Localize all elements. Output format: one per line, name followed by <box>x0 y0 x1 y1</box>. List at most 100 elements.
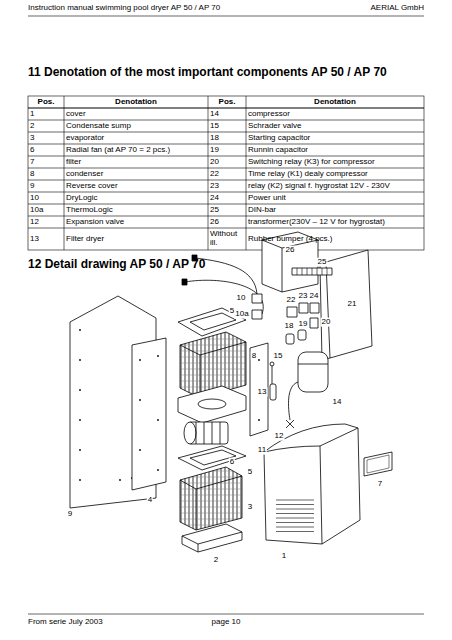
callout-number: 13 <box>257 388 268 397</box>
table-header: Pos. <box>28 96 64 108</box>
table-cell: Time relay (K1) dealy compressor <box>246 168 424 180</box>
callout-number: 3 <box>247 503 253 512</box>
table-cell: Switching relay (K3) for compressor <box>246 156 424 168</box>
callout-number: 26 <box>285 246 296 255</box>
callout-number: 19 <box>298 320 309 329</box>
callout-number: 10 <box>236 294 247 303</box>
switching-relay <box>310 318 318 328</box>
table-cell: Rubber bumper (4 pcs.) <box>246 228 424 250</box>
table-cell: 7 <box>28 156 64 168</box>
table-cell: Expansion valve <box>64 216 208 228</box>
callout-number: 21 <box>347 300 358 309</box>
power-unit <box>310 303 319 313</box>
filter-dryer <box>270 384 276 400</box>
table-cell: 6 <box>28 144 64 156</box>
running-capacitor <box>298 330 306 340</box>
table-cell: 1 <box>28 108 64 120</box>
sensor-wire <box>185 280 263 314</box>
time-relay <box>287 307 297 317</box>
table-cell: Starting capacitor <box>246 132 424 144</box>
table-cell: Without ill. <box>208 228 246 250</box>
table-cell: 18 <box>208 132 246 144</box>
table-cell: 10 <box>28 192 64 204</box>
table-grid <box>28 96 424 250</box>
table-cell: 2 <box>28 120 64 132</box>
table-cell: 25 <box>208 204 246 216</box>
callout-number: 20 <box>321 318 332 327</box>
table-cell: 15 <box>208 120 246 132</box>
table-cell: Power unit <box>246 192 424 204</box>
callout-number: 24 <box>309 292 320 301</box>
table-cell: condenser <box>64 168 208 180</box>
table-cell: Runnin capacitor <box>246 144 424 156</box>
callout-number: 11 <box>257 446 267 455</box>
section-heading: 12 Detail drawing AP 50 / AP 70 <box>28 258 205 271</box>
table-header: Pos. <box>208 96 246 108</box>
table-cell: 19 <box>208 144 246 156</box>
table-cell: DryLogic <box>64 192 208 204</box>
frame <box>178 446 246 470</box>
condensate-sump <box>182 524 242 552</box>
callout-number: 4 <box>147 496 153 505</box>
thermologic-module <box>252 310 262 319</box>
table-cell: compressor <box>246 108 424 120</box>
page-footer: From serie July 2003 <box>28 618 103 627</box>
schrader-valve <box>272 364 273 386</box>
table-cell: 22 <box>208 168 246 180</box>
callout-number: 6 <box>229 458 235 467</box>
relay <box>299 303 308 313</box>
table-cell: 14 <box>208 108 246 120</box>
section-heading: 11 Denotation of the most important comp… <box>28 66 387 79</box>
callout-number: 25 <box>317 258 328 267</box>
callout-number: 5 <box>229 307 235 316</box>
drylogic-module <box>252 294 262 303</box>
table-cell: transformer(230V – 12 V for hygrostat) <box>246 216 424 228</box>
side-plate <box>132 338 166 490</box>
table-cell: relay (K2) signal f. hygrostat 12V - 230… <box>246 180 424 192</box>
din-bar <box>292 268 332 275</box>
table-cell: 10a <box>28 204 64 216</box>
table-cell: 9 <box>28 180 64 192</box>
table-cell: 8 <box>28 168 64 180</box>
table-cell: evaporator <box>64 132 208 144</box>
callout-number: 7 <box>377 480 383 489</box>
page-number: page 10 <box>212 618 241 627</box>
callout-number: 2 <box>213 556 219 565</box>
front-cover <box>264 424 360 544</box>
callout-number: 8 <box>251 352 257 361</box>
filter <box>364 452 392 476</box>
callout-number: 12 <box>274 432 285 441</box>
callout-number: 5 <box>247 468 253 477</box>
table-header: Denotation <box>64 96 208 108</box>
table-cell: 26 <box>208 216 246 228</box>
table-cell: 20 <box>208 156 246 168</box>
table-cell: 3 <box>28 132 64 144</box>
table-cell: cover <box>64 108 208 120</box>
table-cell: DIN-bar <box>246 204 424 216</box>
fan-plate <box>178 386 246 423</box>
table-cell: Radial fan (at AP 70 = 2 pcs.) <box>64 144 208 156</box>
table-cell: Reverse cover <box>64 180 208 192</box>
compressor <box>298 352 328 392</box>
table-cell: 23 <box>208 180 246 192</box>
partition-plate <box>250 343 268 436</box>
table-cell: 24 <box>208 192 246 204</box>
callout-number: 9 <box>67 510 73 519</box>
table-cell: Condensate sump <box>64 120 208 132</box>
table-cell: Filter dryer <box>64 228 208 250</box>
callout-number: 1 <box>281 552 287 561</box>
evaporator <box>180 467 242 530</box>
table-cell: 12 <box>28 216 64 228</box>
callout-number: 23 <box>298 292 309 301</box>
table-cell: filter <box>64 156 208 168</box>
callout-number: 14 <box>332 398 343 407</box>
table-cell: 13 <box>28 228 64 250</box>
callout-number: 10a <box>234 310 249 319</box>
table-cell: Schrader valve <box>246 120 424 132</box>
starting-capacitor <box>286 334 294 344</box>
page-header: Instruction manual swimming pool dryer A… <box>28 4 220 13</box>
page-header: AERIAL GmbH <box>371 4 425 13</box>
table-header: Denotation <box>246 96 424 108</box>
callout-number: 22 <box>286 296 297 305</box>
